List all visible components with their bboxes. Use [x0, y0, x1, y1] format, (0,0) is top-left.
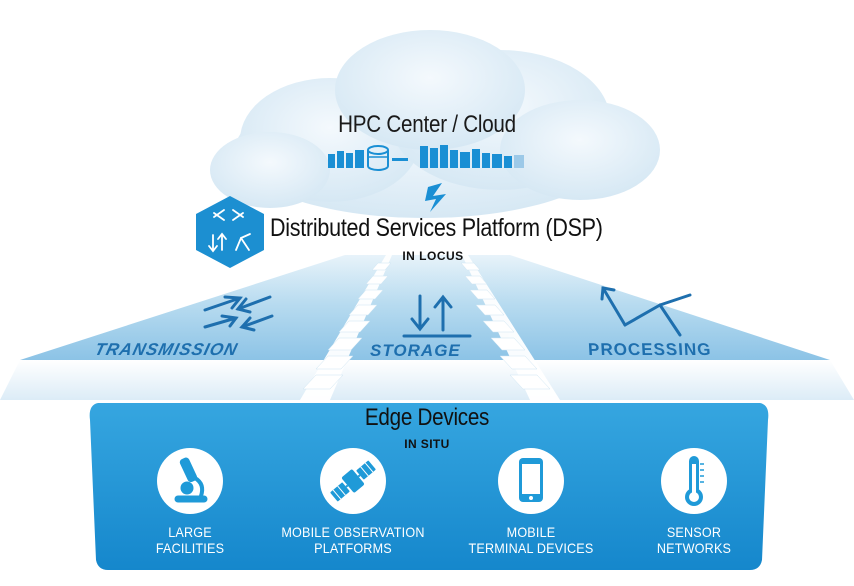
- device-circle: [498, 448, 564, 514]
- smartphone-icon: [519, 458, 543, 502]
- device-label: MOBILE OBSERVATION PLATFORMS: [281, 524, 425, 556]
- transmission-arrows-icon: [203, 295, 274, 332]
- device-large-facilities: LARGE FACILITIES: [100, 448, 280, 556]
- edge-band: [89, 403, 769, 570]
- edge-title: Edge Devices: [364, 404, 490, 431]
- device-circle: [157, 448, 223, 514]
- edge-subtitle: IN SITU: [404, 437, 450, 451]
- server-cluster-icon: [328, 145, 524, 171]
- microscope-icon: [174, 457, 208, 503]
- dsp-hexagon-icon: [196, 196, 264, 268]
- satellite-icon: [330, 460, 376, 502]
- dsp-subtitle: IN LOCUS: [402, 249, 464, 263]
- device-sensor-networks: SENSOR NETWORKS: [604, 448, 784, 556]
- ground-fade: [0, 360, 854, 400]
- storage-arrows-icon: [402, 294, 472, 338]
- lane-label-storage: STORAGE: [370, 341, 461, 360]
- lane-chevrons: [302, 262, 551, 390]
- cloud-title: HPC Center / Cloud: [338, 111, 516, 138]
- processing-fork-icon: [600, 286, 692, 337]
- device-label: MOBILE TERMINAL DEVICES: [468, 524, 594, 556]
- road-surface: [20, 255, 830, 360]
- lane-label-processing: PROCESSING: [585, 340, 714, 359]
- dsp-title: Distributed Services Platform (DSP): [270, 214, 603, 242]
- device-circle: [320, 448, 386, 514]
- device-label: SENSOR NETWORKS: [656, 524, 732, 556]
- lightning-icon: [425, 183, 446, 212]
- thermometer-icon: [685, 456, 704, 506]
- lane-label-transmission: TRANSMISSION: [92, 340, 240, 359]
- device-mobile-observation: MOBILE OBSERVATION PLATFORMS: [263, 448, 443, 556]
- device-circle: [661, 448, 727, 514]
- device-label: LARGE FACILITIES: [155, 524, 225, 556]
- device-mobile-terminal: MOBILE TERMINAL DEVICES: [441, 448, 621, 556]
